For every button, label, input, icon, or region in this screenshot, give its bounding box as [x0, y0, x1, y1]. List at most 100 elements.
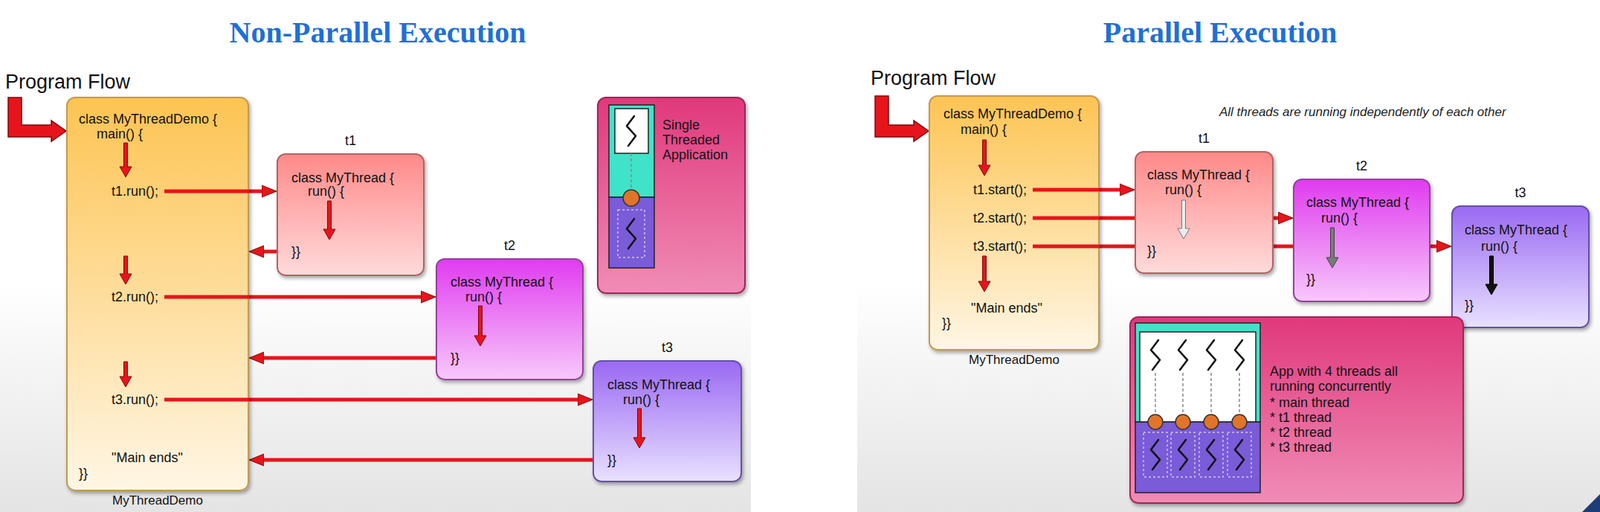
- text-slot: Program Flow: [5, 70, 131, 93]
- panel-title: Non-Parallel Execution: [5, 14, 750, 51]
- call-stub: [164, 189, 250, 194]
- flow-arrow: [978, 255, 991, 292]
- icon-window: [614, 108, 649, 154]
- thread-squiggle: [1206, 439, 1216, 470]
- code-line: t2.run();: [111, 288, 159, 305]
- call-stub: [1032, 216, 1100, 221]
- thread-link: [1182, 372, 1184, 413]
- note-text: All threads are running independently of…: [1219, 104, 1507, 121]
- code-line: class MyThread {: [1464, 221, 1568, 238]
- text-slot: Parallel Execution: [848, 14, 1592, 51]
- code-line: class MyThread {: [1147, 166, 1250, 183]
- text-slot: t2.start();: [973, 209, 1027, 227]
- thread-squiggle: [1178, 339, 1188, 370]
- thread-name: t3: [594, 339, 741, 356]
- icon-window: [1139, 331, 1256, 422]
- text-slot: run() {: [623, 391, 660, 408]
- text-slot: * t2 thread: [1269, 424, 1332, 440]
- panel-title: Parallel Execution: [848, 14, 1592, 51]
- code-line: "Main ends": [971, 299, 1043, 316]
- text-slot: class MyThreadDemo {: [78, 110, 218, 128]
- call-stub: [164, 295, 250, 299]
- text-slot: t3: [594, 339, 741, 356]
- thread-frame: [1171, 431, 1195, 477]
- code-line: run() {: [1481, 237, 1518, 255]
- text-slot: t2: [437, 237, 583, 254]
- text-slot: run() {: [1481, 237, 1518, 255]
- text-slot: "Main ends": [111, 449, 183, 466]
- text-slot: "Main ends": [971, 299, 1043, 316]
- text-slot: run() {: [465, 288, 502, 305]
- panel-text: * main thread: [1269, 394, 1350, 410]
- flow-arrow: [474, 305, 487, 346]
- class-box: t3class MyThread {run() {}}: [1451, 205, 1590, 328]
- text-slot: App with 4 threads all running concurren…: [1269, 363, 1423, 394]
- code-line: class MyThreadDemo {: [943, 105, 1082, 122]
- flow-arrow: [323, 200, 336, 240]
- flow-arrow: [633, 408, 646, 448]
- text-slot: * main thread: [1269, 394, 1350, 410]
- panel-text: * t2 thread: [1269, 424, 1332, 440]
- class-box: class MyThreadDemo {main() {t1.run();t2.…: [66, 96, 250, 491]
- thread-frame: [1199, 431, 1224, 477]
- call-stub: [164, 397, 250, 402]
- text-slot: }}: [607, 451, 617, 468]
- class-box: t2class MyThread {run() {}}: [435, 257, 584, 380]
- corner-mark: [1582, 493, 1600, 512]
- info-panel: App with 4 threads all running concurren…: [1129, 315, 1464, 504]
- thread-squiggle: [1150, 439, 1160, 470]
- call-arrow: [249, 295, 421, 299]
- code-line: }}: [450, 349, 460, 366]
- text-slot: t3.run();: [111, 391, 159, 408]
- code-line: }}: [78, 464, 88, 482]
- text-slot: run() {: [1165, 181, 1202, 198]
- text-slot: * t1 thread: [1269, 409, 1332, 425]
- class-box: t3class MyThread {run() {}}: [592, 359, 743, 482]
- call-arrow: [249, 397, 578, 402]
- flow-arrow: [1326, 227, 1339, 268]
- text-slot: class MyThread {: [607, 376, 711, 393]
- code-line: }}: [291, 243, 301, 260]
- call-arrow: [1099, 188, 1120, 192]
- thread-link: [1238, 372, 1241, 413]
- text-slot: t1: [278, 132, 424, 149]
- flow-arrow: [119, 361, 132, 387]
- code-line: class MyThread {: [291, 169, 395, 186]
- text-slot: MyThreadDemo: [930, 353, 1099, 367]
- code-line: }}: [1147, 242, 1157, 259]
- text-slot: t2.run();: [111, 288, 159, 305]
- text-slot: class MyThreadDemo {: [943, 105, 1082, 122]
- class-box: t1class MyThread {run() {}}: [276, 153, 425, 276]
- thread-name: t3: [1452, 184, 1589, 201]
- text-slot: t1.start();: [973, 181, 1027, 198]
- entry-arrow: [875, 95, 929, 142]
- code-line: class MyThread {: [1306, 194, 1409, 211]
- flow-arrow: [978, 139, 991, 176]
- code-line: t3.start();: [973, 237, 1027, 255]
- thread-dot: [1231, 414, 1247, 429]
- text-slot: run() {: [1321, 209, 1358, 227]
- code-line: t1.run();: [111, 182, 159, 200]
- code-line: t1.start();: [973, 181, 1027, 198]
- call-arrow: [263, 457, 593, 462]
- code-line: run() {: [465, 288, 502, 305]
- text-slot: MyThreadDemo: [67, 493, 248, 508]
- flow-label: Program Flow: [870, 66, 996, 90]
- thread-dot: [1203, 414, 1219, 429]
- text-slot: Single Threaded Application: [662, 117, 737, 163]
- panel-text: * t1 thread: [1269, 409, 1332, 425]
- panel-text: Single Threaded Application: [662, 117, 737, 163]
- call-stub: [1032, 244, 1100, 249]
- code-line: }}: [607, 451, 617, 468]
- panel-text: App with 4 threads all running concurren…: [1269, 363, 1423, 394]
- entry-arrow: [8, 97, 67, 142]
- thread-link: [1154, 372, 1157, 413]
- flow-arrow: [119, 142, 132, 177]
- thread-link: [1210, 372, 1212, 413]
- code-line: run() {: [307, 182, 345, 200]
- text-slot: Program Flow: [870, 66, 996, 90]
- class-name: MyThreadDemo: [67, 493, 248, 508]
- thread-frame: [617, 209, 645, 258]
- text-slot: }}: [1147, 242, 1157, 259]
